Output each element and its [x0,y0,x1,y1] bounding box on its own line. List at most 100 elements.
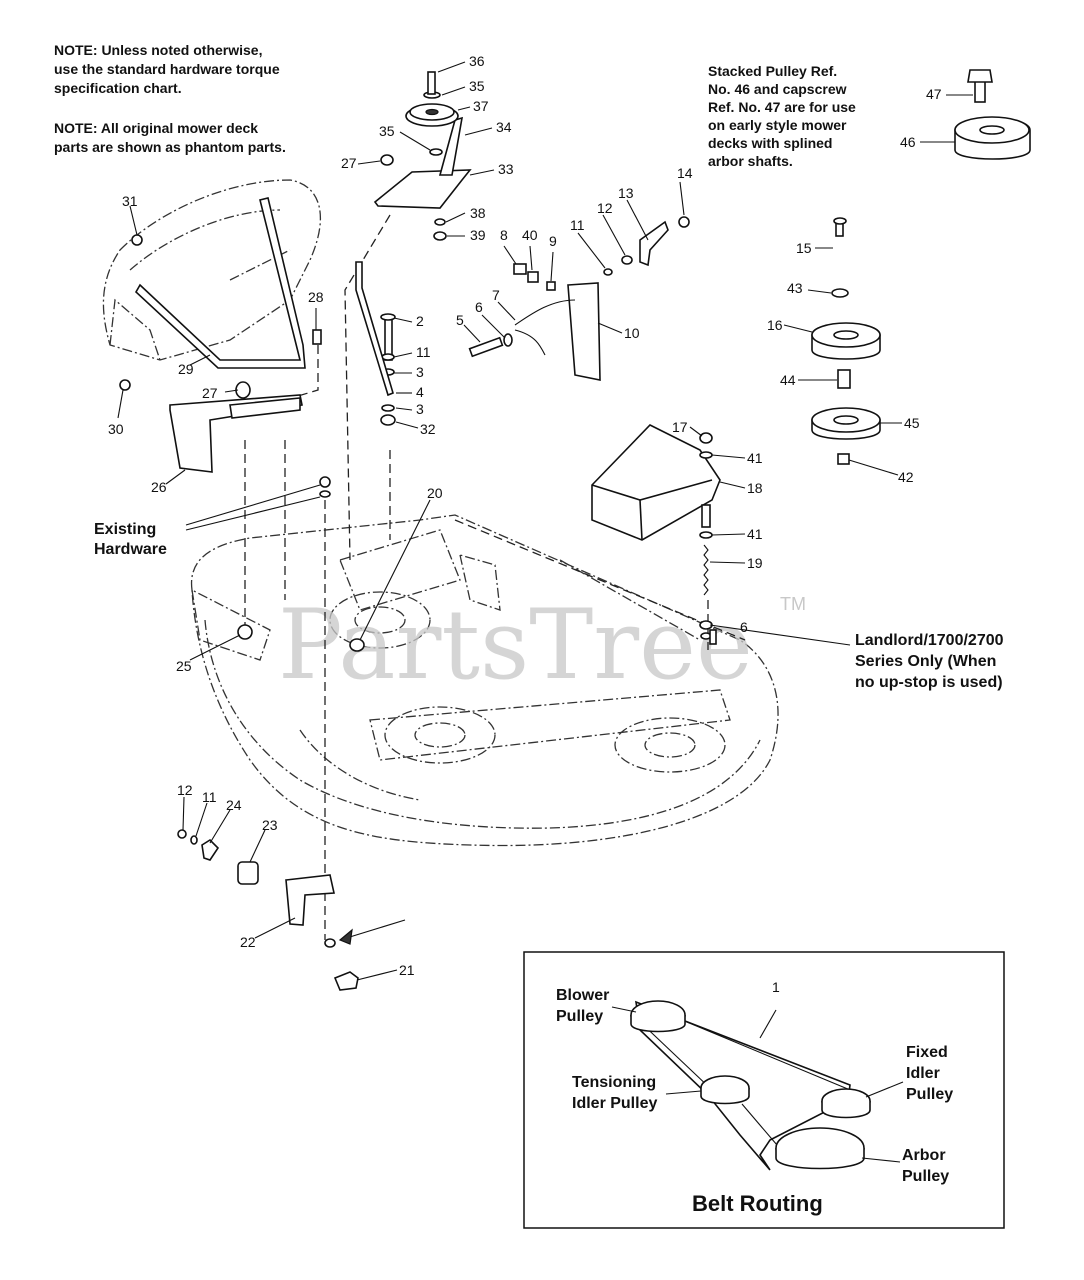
note-phantom-parts: NOTE: All original mower deck parts are … [54,120,286,155]
svg-text:13: 13 [618,185,634,201]
svg-text:TM: TM [780,594,806,614]
svg-text:8: 8 [500,227,508,243]
existing-hardware-pointer [185,484,851,945]
svg-text:28: 28 [308,289,324,305]
svg-text:21: 21 [399,962,415,978]
svg-text:25: 25 [176,658,192,674]
mower-deck-phantom [190,514,779,847]
svg-text:10: 10 [624,325,640,341]
svg-text:32: 32 [420,421,436,437]
svg-text:38: 38 [470,205,486,221]
svg-text:37: 37 [473,98,489,114]
svg-text:5: 5 [456,312,464,328]
svg-text:3: 3 [416,364,424,380]
svg-text:9: 9 [549,233,557,249]
svg-text:26: 26 [151,479,167,495]
svg-text:41: 41 [747,450,763,466]
svg-text:12: 12 [177,782,193,798]
svg-text:Pulley: Pulley [902,1168,949,1185]
svg-text:27: 27 [341,155,357,171]
svg-text:40: 40 [522,227,538,243]
callout-numbers: 36 35 37 35 34 27 33 38 39 31 28 29 30 2… [108,53,942,978]
belt-callout-1: 1 [772,979,780,995]
svg-text:NOTE: Unless noted otherwise,: NOTE: Unless noted otherwise, [54,42,262,58]
svg-text:30: 30 [108,421,124,437]
arbor-pulley-label: Arbor [902,1147,946,1164]
belt-routing-inset: 1 Blower Pulley Tensioning Idler Pulley … [523,951,1005,1229]
svg-text:20: 20 [427,485,443,501]
tensioning-idler-label: Tensioning [572,1074,656,1091]
fixed-idler-label: Fixed [906,1044,948,1061]
svg-text:12: 12 [597,200,613,216]
svg-text:29: 29 [178,361,194,377]
svg-text:4: 4 [416,384,424,400]
svg-text:6: 6 [740,619,748,635]
landlord-series-label: Landlord/1700/2700 Series Only (When no … [855,632,1004,691]
svg-text:41: 41 [747,526,763,542]
svg-text:Series Only (When: Series Only (When [855,653,996,670]
svg-text:Idler: Idler [906,1065,940,1082]
svg-text:specification chart.: specification chart. [54,80,182,96]
svg-text:14: 14 [677,165,693,181]
center-bolt-stack [355,261,396,426]
svg-text:44: 44 [780,372,796,388]
svg-text:34: 34 [496,119,512,135]
idler-bracket-assembly [373,71,472,241]
svg-text:NOTE: All original mower deck: NOTE: All original mower deck [54,120,258,136]
svg-text:16: 16 [767,317,783,333]
svg-text:42: 42 [898,469,914,485]
svg-text:3: 3 [416,401,424,417]
svg-text:decks with splined: decks with splined [708,135,832,151]
svg-text:7: 7 [492,287,500,303]
note-stacked-pulley: Stacked Pulley Ref. No. 46 and capscrew … [708,63,856,169]
svg-text:Ref. No. 47 are for use: Ref. No. 47 are for use [708,99,856,115]
svg-text:no up-stop is used): no up-stop is used) [855,674,1003,691]
svg-text:39: 39 [470,227,486,243]
belt-routing-title: Belt Routing [692,1191,823,1216]
lower-hardware [177,476,717,991]
svg-text:47: 47 [926,86,942,102]
svg-text:46: 46 [900,134,916,150]
svg-text:22: 22 [240,934,256,950]
svg-text:35: 35 [469,78,485,94]
alignment-lines [244,214,746,940]
svg-text:15: 15 [796,240,812,256]
svg-text:Idler Pulley: Idler Pulley [572,1095,657,1112]
svg-text:Stacked Pulley Ref.: Stacked Pulley Ref. [708,63,837,79]
svg-text:parts are shown as phantom par: parts are shown as phantom parts. [54,139,286,155]
svg-text:Pulley: Pulley [556,1008,603,1025]
svg-text:23: 23 [262,817,278,833]
svg-text:11: 11 [570,217,585,233]
bracket-26 [169,381,303,473]
svg-text:Pulley: Pulley [906,1086,953,1103]
svg-text:33: 33 [498,161,514,177]
svg-text:11: 11 [416,344,431,360]
right-pulleys [811,69,1031,465]
blower-linkage [119,197,322,391]
svg-text:35: 35 [379,123,395,139]
svg-text:2: 2 [416,313,424,329]
note-torque: NOTE: Unless noted otherwise, use the st… [54,42,280,96]
svg-text:arbor shafts.: arbor shafts. [708,153,793,169]
lever-assembly [468,216,690,381]
svg-text:Landlord/1700/2700: Landlord/1700/2700 [855,632,1004,649]
svg-text:6: 6 [475,299,483,315]
svg-text:43: 43 [787,280,803,296]
svg-text:use the standard hardware torq: use the standard hardware torque [54,61,280,77]
svg-text:on early style mower: on early style mower [708,117,847,133]
svg-text:45: 45 [904,415,920,431]
svg-text:No. 46 and capscrew: No. 46 and capscrew [708,81,847,97]
existing-hardware-label: Existing Hardware [94,521,167,558]
svg-text:36: 36 [469,53,485,69]
svg-text:Existing: Existing [94,521,156,538]
svg-text:11: 11 [202,789,217,805]
svg-text:31: 31 [122,193,138,209]
svg-text:18: 18 [747,480,763,496]
svg-text:27: 27 [202,385,218,401]
svg-text:Hardware: Hardware [94,541,167,558]
svg-text:24: 24 [226,797,242,813]
blower-pulley-label: Blower [556,987,609,1004]
svg-text:17: 17 [672,419,688,435]
belt-cover-18 [591,424,721,640]
